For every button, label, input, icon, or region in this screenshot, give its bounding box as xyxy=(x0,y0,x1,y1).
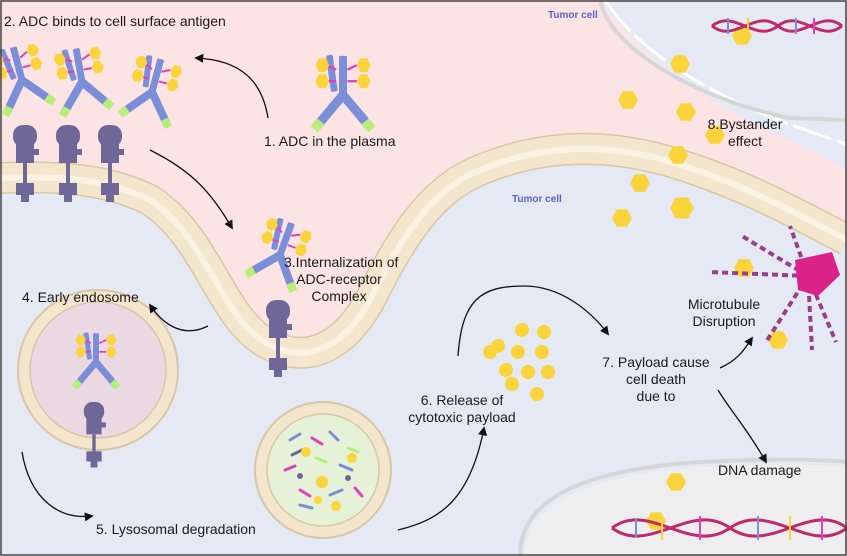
label-step2: 2. ADC binds to cell surface antigen xyxy=(4,13,226,29)
label-step5: 5. Lysosomal degradation xyxy=(96,521,256,537)
label-step8-line1: 8.Bystander xyxy=(707,116,783,132)
early-endosome xyxy=(17,289,179,451)
arrow-step6-to-7 xyxy=(457,285,610,357)
arrow-step1-to-2 xyxy=(194,53,269,119)
dna-helix-bottom-icon xyxy=(611,516,847,540)
label-step6-line1: 6. Release of xyxy=(420,392,504,408)
lysosome xyxy=(254,401,392,539)
label-step8: 8.Bystander effect xyxy=(700,116,790,150)
label-step7-line2: cell death xyxy=(626,371,686,387)
arrow-step3-to-4 xyxy=(148,303,209,332)
label-tumor-cell-mid: Tumor cell xyxy=(512,194,562,205)
label-step3-line1: 3.Internalization of xyxy=(284,254,399,270)
arrow-step5-to-6 xyxy=(397,426,488,531)
label-step6-line2: cytotoxic payload xyxy=(408,409,516,425)
label-step1: 1. ADC in the plasma xyxy=(264,133,396,149)
arrow-step4-to-5 xyxy=(21,451,94,522)
label-step4: 4. Early endosome xyxy=(22,289,139,305)
label-microtubule: Microtubule Disruption xyxy=(676,296,772,330)
process-arrows xyxy=(21,53,767,531)
label-microtubule-line2: Disruption xyxy=(692,313,756,329)
label-step7-line1: 7. Payload cause xyxy=(602,354,710,370)
label-step3-line2: ADC-receptor xyxy=(296,271,382,287)
label-microtubule-line1: Microtubule xyxy=(687,296,761,312)
dna-helix-top-icon xyxy=(711,18,843,34)
microtubule-icon xyxy=(707,225,840,351)
label-step8-line2: effect xyxy=(728,133,762,149)
label-dna-damage: DNA damage xyxy=(718,462,802,478)
cell-membrane xyxy=(0,133,847,369)
arrow-step2-to-3 xyxy=(149,149,233,230)
label-step3-line3: Complex xyxy=(311,288,367,304)
label-step7: 7. Payload cause cell death due to xyxy=(586,354,726,405)
arrow-to-microtubule xyxy=(719,336,754,369)
label-step6: 6. Release of cytotoxic payload xyxy=(402,392,522,426)
label-step3: 3.Internalization of ADC-receptor Comple… xyxy=(284,254,399,305)
label-step7-line3: due to xyxy=(636,388,676,404)
label-tumor-cell-top: Tumor cell xyxy=(548,10,598,21)
arrow-to-dna-damage xyxy=(717,389,767,464)
tumor-cell-top xyxy=(605,0,847,145)
